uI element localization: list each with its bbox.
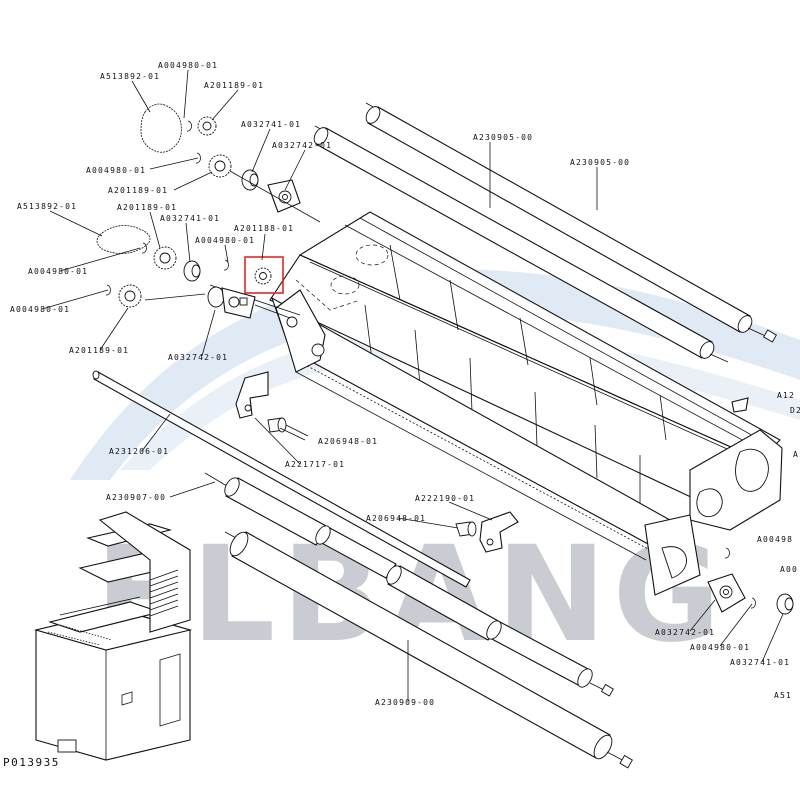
label-A004980-01: A004980-01 xyxy=(158,61,218,70)
gear-cluster-bottom xyxy=(105,284,291,319)
label-A230905-00: A230905-00 xyxy=(473,133,533,142)
watermark-arc xyxy=(70,269,800,480)
frame-ribs xyxy=(364,244,667,505)
gear-cluster-top xyxy=(140,103,321,223)
label-A032742-01: A032742-01 xyxy=(168,353,228,362)
roller-230909 xyxy=(224,531,633,769)
leader-lines xyxy=(41,69,784,701)
bracket-bottom xyxy=(207,286,256,319)
label-A004980-01: A004980-01 xyxy=(28,267,88,276)
small-bracket-right xyxy=(731,397,749,413)
label-A201188-01: A201188-01 xyxy=(234,224,294,233)
label-A231206-01: A231206-01 xyxy=(109,447,169,456)
shaft-231206 xyxy=(92,370,471,588)
bracket-right xyxy=(707,573,746,613)
label-A201189-01: A201189-01 xyxy=(69,346,129,355)
label-A004980-01: A004980-01 xyxy=(690,643,750,652)
label-A-partial: A xyxy=(793,450,799,459)
clip-top-2 xyxy=(195,152,201,164)
label-A230907-00: A230907-00 xyxy=(106,493,166,502)
main-frame xyxy=(269,211,783,596)
clip-mid-1 xyxy=(141,242,147,254)
label-A51-partial: A51 xyxy=(774,691,792,700)
clip-mid-2 xyxy=(223,259,229,271)
printer-thumbnail xyxy=(33,511,193,761)
roller-upper xyxy=(313,125,729,363)
label-A004980-01: A004980-01 xyxy=(195,236,255,245)
label-A206948-01: A206948-01 xyxy=(318,437,378,446)
label-A206948-01: A206948-01 xyxy=(366,514,426,523)
label-D2-partial: D2 xyxy=(790,406,800,415)
label-A230905-00: A230905-00 xyxy=(570,158,630,167)
spring-mid xyxy=(96,225,151,254)
gear-cluster-right xyxy=(707,547,794,615)
label-A032741-01: A032741-01 xyxy=(730,658,790,667)
pin-206948-bottom xyxy=(455,521,477,537)
highlight-box xyxy=(244,256,284,294)
bracket-222190 xyxy=(479,511,519,553)
label-A032741-01: A032741-01 xyxy=(241,120,301,129)
label-A201189-01: A201189-01 xyxy=(108,186,168,195)
clip-right-1 xyxy=(724,547,730,559)
roller-top xyxy=(365,102,777,343)
label-A00-partial: A00 xyxy=(780,565,798,574)
label-A004980-01: A004980-01 xyxy=(10,305,70,314)
label-A004980-01: A004980-01 xyxy=(86,166,146,175)
label-A201189-01: A201189-01 xyxy=(117,203,177,212)
label-A230909-00: A230909-00 xyxy=(375,698,435,707)
label-A032742-01: A032742-01 xyxy=(655,628,715,637)
figure-reference: P013935 xyxy=(3,756,60,769)
label-A12-partial: A12 xyxy=(777,391,795,400)
clip-bottom xyxy=(105,284,111,296)
label-A513892-01: A513892-01 xyxy=(17,202,77,211)
clip-top-1 xyxy=(186,120,192,132)
label-A032742-01: A032742-01 xyxy=(272,141,332,150)
label-A221717-01: A221717-01 xyxy=(285,460,345,469)
clip-right-2 xyxy=(750,597,756,609)
printer-stack xyxy=(149,569,179,617)
label-A513892-01: A513892-01 xyxy=(100,72,160,81)
bracket-221717 xyxy=(235,371,269,419)
label-A222190-01: A222190-01 xyxy=(415,494,475,503)
spring-top xyxy=(140,103,182,153)
part-labels: A004980-01 A513892-01 A201189-01 A032741… xyxy=(10,61,800,707)
roller-230907 xyxy=(204,472,614,697)
bracket-top xyxy=(267,179,301,213)
label-A032741-01: A032741-01 xyxy=(160,214,220,223)
pin-206948-top xyxy=(267,417,309,437)
label-A201189-01: A201189-01 xyxy=(204,81,264,90)
label-A00498-partial: A00498 xyxy=(757,535,793,544)
